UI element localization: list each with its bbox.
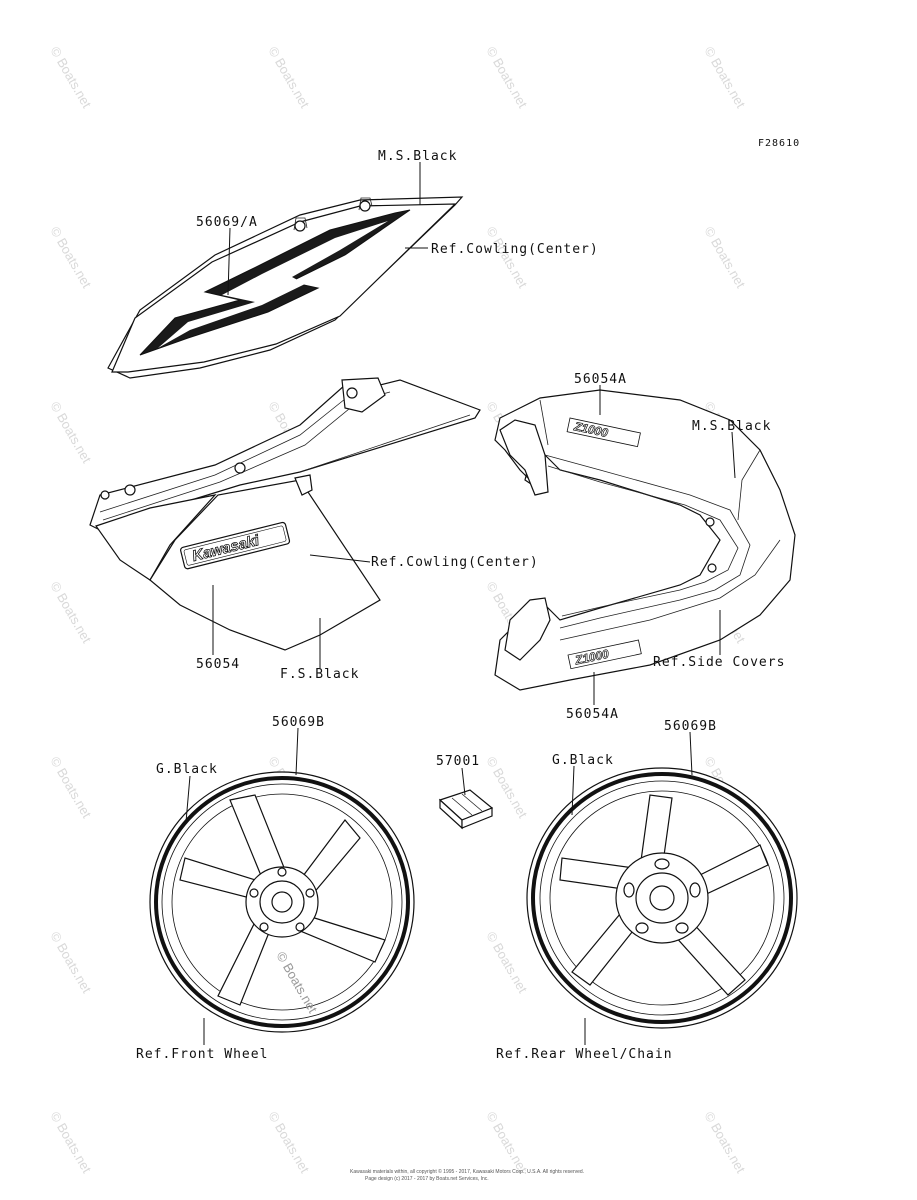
callout-56069A: 56069/A: [196, 215, 258, 230]
upper-cowl-decal-drawing: [107, 196, 464, 379]
callout-ref-side-covers: Ref.Side Covers: [653, 655, 785, 670]
watermark: © Boats.net: [701, 44, 748, 111]
leader-line: [689, 731, 693, 776]
watermark: © Boats.net: [701, 1109, 748, 1176]
callout-ms-black-top: M.S.Black: [378, 149, 457, 164]
watermark: © Boats.net: [701, 224, 748, 291]
watermark: © Boats.net: [47, 579, 94, 646]
clip-part-drawing: [438, 789, 494, 830]
callout-g-black-right: G.Black: [552, 753, 614, 768]
watermark: © Boats.net: [47, 1109, 94, 1176]
leader-line: [185, 775, 191, 823]
callout-56069B-right: 56069B: [664, 719, 717, 734]
leader-line: [731, 431, 736, 479]
callout-56054: 56054: [196, 657, 240, 672]
watermark: © Boats.net: [47, 754, 94, 821]
leader-line: [227, 227, 231, 296]
watermark: © Boats.net: [265, 44, 312, 111]
side-cowl-drawing: Kawasaki: [89, 377, 481, 651]
leader-line: [295, 727, 299, 776]
watermark: © Boats.net: [265, 1109, 312, 1176]
rear-wheel-drawing: [526, 767, 798, 1029]
watermark: © Boats.net: [47, 399, 94, 466]
leader-line: [309, 554, 371, 563]
rear-cowl-drawing: Z1000 Z1000: [494, 389, 796, 691]
leader-line: [461, 767, 466, 796]
watermark: © Boats.net: [483, 929, 530, 996]
callout-fs-black: F.S.Black: [280, 667, 359, 682]
watermark: © Boats.net: [47, 44, 94, 111]
watermark: © Boats.net: [483, 1109, 530, 1176]
callout-ref-rear-wheel: Ref.Rear Wheel/Chain: [496, 1047, 673, 1062]
callout-56069B-left: 56069B: [272, 715, 325, 730]
callout-57001: 57001: [436, 754, 480, 769]
callout-ref-cowling-center-mid: Ref.Cowling(Center): [371, 555, 539, 570]
callout-56054A-bottom: 56054A: [566, 707, 619, 722]
callout-ref-front-wheel: Ref.Front Wheel: [136, 1047, 268, 1062]
callout-ms-black-right: M.S.Black: [692, 419, 771, 434]
callout-56054A-top: 56054A: [574, 372, 627, 387]
front-wheel-drawing: © Boats.net: [149, 771, 415, 1033]
callout-ref-cowling-center-top: Ref.Cowling(Center): [431, 242, 599, 257]
watermark: © Boats.net: [47, 929, 94, 996]
leader-line: [571, 765, 575, 816]
watermark: © Boats.net: [483, 224, 530, 291]
watermark: © Boats.net: [483, 44, 530, 111]
figure-id: F28610: [758, 138, 800, 149]
copyright-line-1: Kawasaki materials within, all copyright…: [350, 1168, 584, 1175]
watermark: © Boats.net: [47, 224, 94, 291]
copyright-line-2: Page design (c) 2017 - 2017 by Boats.net…: [365, 1176, 489, 1182]
callout-g-black-left: G.Black: [156, 762, 218, 777]
